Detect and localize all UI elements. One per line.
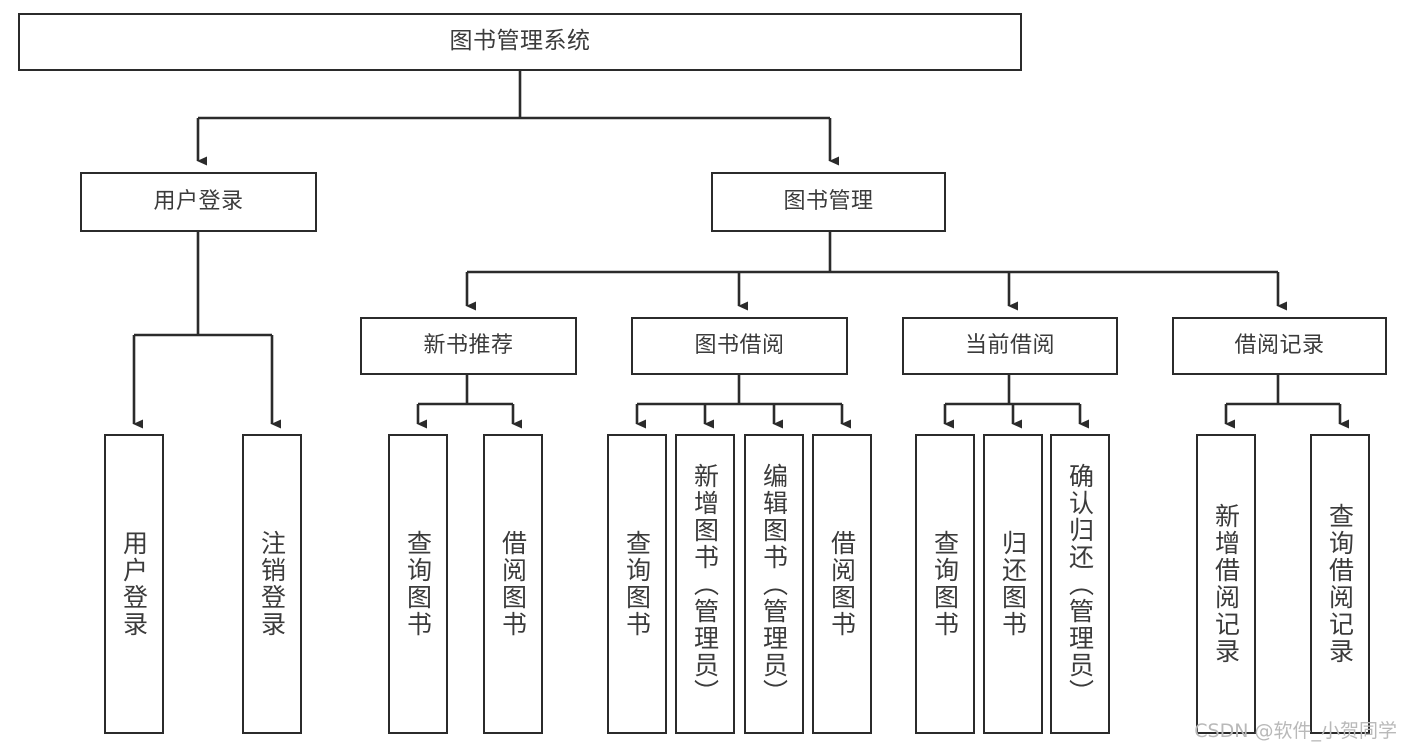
node-borrow-record-label: 借阅记录: [1234, 333, 1325, 359]
node-root-system-label: 图书管理系统: [449, 28, 591, 55]
node-current-borrow-label: 当前借阅: [964, 333, 1055, 359]
node-leaf-borrow-book-2[interactable]: 借阅图书: [812, 434, 872, 734]
node-leaf-query-book-2-label: 查询图书: [622, 530, 652, 638]
node-leaf-query-book-1[interactable]: 查询图书: [388, 434, 448, 734]
node-new-book-recommend[interactable]: 新书推荐: [360, 317, 577, 375]
node-user-login[interactable]: 用户登录: [80, 172, 317, 232]
node-leaf-edit-book[interactable]: 编辑图书（管理员）: [744, 434, 804, 734]
node-user-login-label: 用户登录: [153, 189, 244, 215]
node-borrow-record[interactable]: 借阅记录: [1172, 317, 1387, 375]
node-book-borrow[interactable]: 图书借阅: [631, 317, 848, 375]
node-book-manage[interactable]: 图书管理: [711, 172, 946, 232]
node-leaf-query-record[interactable]: 查询借阅记录: [1310, 434, 1370, 734]
node-root-system[interactable]: 图书管理系统: [18, 13, 1022, 71]
node-leaf-return-book[interactable]: 归还图书: [983, 434, 1043, 734]
node-leaf-borrow-book-1-label: 借阅图书: [498, 530, 528, 638]
node-leaf-confirm-return[interactable]: 确认归还（管理员）: [1050, 434, 1110, 734]
node-leaf-borrow-book-1[interactable]: 借阅图书: [483, 434, 543, 734]
node-leaf-query-record-label: 查询借阅记录: [1325, 503, 1355, 665]
node-leaf-borrow-book-2-label: 借阅图书: [827, 530, 857, 638]
node-leaf-query-book-3-label: 查询图书: [930, 530, 960, 638]
node-leaf-user-login[interactable]: 用户登录: [104, 434, 164, 734]
node-leaf-add-record-label: 新增借阅记录: [1211, 503, 1241, 665]
node-leaf-user-logout-label: 注销登录: [257, 530, 287, 638]
node-leaf-query-book-1-label: 查询图书: [403, 530, 433, 638]
node-leaf-add-record[interactable]: 新增借阅记录: [1196, 434, 1256, 734]
node-book-borrow-label: 图书借阅: [694, 333, 785, 359]
node-leaf-query-book-3[interactable]: 查询图书: [915, 434, 975, 734]
node-leaf-confirm-return-label: 确认归还（管理员）: [1065, 462, 1095, 706]
node-leaf-query-book-2[interactable]: 查询图书: [607, 434, 667, 734]
csdn-watermark: CSDN @软件_小贺同学: [1194, 720, 1397, 742]
node-leaf-edit-book-label: 编辑图书（管理员）: [759, 462, 789, 706]
node-new-book-recommend-label: 新书推荐: [423, 333, 514, 359]
node-current-borrow[interactable]: 当前借阅: [902, 317, 1118, 375]
node-book-manage-label: 图书管理: [783, 189, 874, 215]
node-leaf-add-book[interactable]: 新增图书（管理员）: [675, 434, 735, 734]
node-leaf-user-login-label: 用户登录: [119, 530, 149, 638]
node-leaf-add-book-label: 新增图书（管理员）: [690, 462, 720, 706]
node-leaf-user-logout[interactable]: 注销登录: [242, 434, 302, 734]
node-leaf-return-book-label: 归还图书: [998, 530, 1028, 638]
